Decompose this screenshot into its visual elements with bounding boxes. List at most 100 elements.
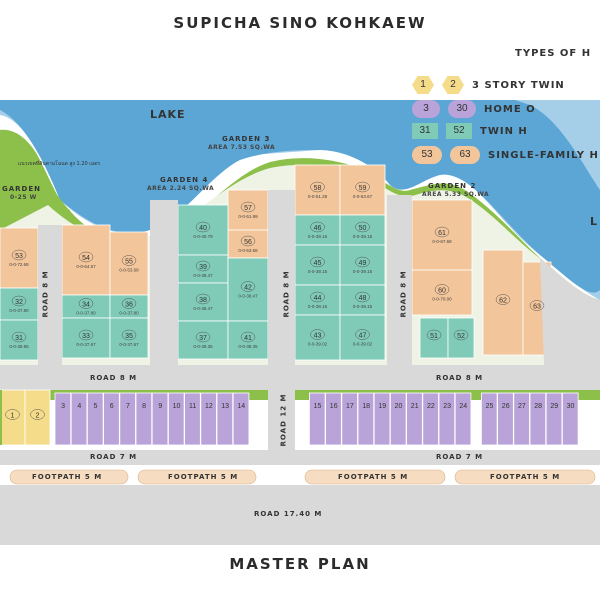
lot-12[interactable]	[200, 392, 217, 446]
lot-area: 0-0-40.79	[193, 234, 213, 239]
lot-badge	[529, 300, 545, 311]
lot-number: 29	[550, 403, 558, 410]
lot-29[interactable]	[545, 392, 563, 446]
lot-3[interactable]	[54, 392, 72, 446]
lot-61[interactable]	[411, 199, 473, 271]
lot-number: 1	[11, 413, 15, 420]
lot-27[interactable]	[513, 392, 530, 446]
lot-number: 62	[499, 298, 507, 305]
lot-area: 0-0-39.15	[353, 304, 373, 309]
lot-8[interactable]	[135, 392, 153, 446]
lot-50[interactable]	[339, 214, 386, 246]
lot-28[interactable]	[529, 392, 547, 446]
lot-62[interactable]	[482, 249, 524, 356]
road-8m-h-right-label: ROAD 8 M	[436, 374, 484, 382]
legend-badge: 53	[412, 146, 442, 164]
garden3-area: AREA 7.53 SQ.WA	[208, 144, 276, 151]
footpath-4	[454, 469, 596, 485]
lot-number: 27	[518, 403, 526, 410]
lot-number: 28	[534, 403, 542, 410]
lot-7[interactable]	[119, 392, 136, 446]
lot-18[interactable]	[357, 392, 375, 446]
lot-32[interactable]	[0, 287, 39, 321]
garden3-label: GARDEN 3	[222, 135, 271, 143]
lot-42[interactable]	[227, 257, 269, 322]
lot-number: 36	[125, 302, 133, 309]
lot-badge	[355, 221, 370, 233]
legend-label: SINGLE-FAMILY H	[488, 149, 599, 161]
lot-51[interactable]	[419, 317, 449, 359]
lot-number: 19	[378, 403, 386, 410]
lot-17[interactable]	[341, 392, 358, 446]
road-8m-vertical-1	[38, 225, 62, 370]
lot-59[interactable]	[339, 164, 386, 216]
lot-35[interactable]	[109, 317, 149, 359]
lot-number: 22	[427, 403, 435, 410]
garden-left-label: GARDEN	[2, 185, 42, 193]
lot-55[interactable]	[109, 231, 149, 296]
footpath-3-label: FOOTPATH 5 M	[338, 473, 409, 481]
lot-2[interactable]	[24, 389, 51, 446]
lot-60[interactable]	[411, 269, 473, 316]
lot-52[interactable]	[447, 317, 475, 359]
lot-number: 61	[438, 230, 446, 237]
lot-30[interactable]	[562, 392, 579, 446]
lot-badge	[195, 331, 211, 343]
lot-20[interactable]	[389, 392, 407, 446]
lot-number: 39	[199, 264, 207, 271]
lake-right-label: L	[590, 215, 599, 228]
lot-41[interactable]	[227, 320, 269, 360]
lot-4[interactable]	[70, 392, 88, 446]
lot-13[interactable]	[216, 392, 234, 446]
lot-number: 43	[314, 333, 322, 340]
lot-23[interactable]	[438, 392, 456, 446]
lot-badge	[355, 256, 370, 268]
lot-number: 41	[244, 335, 252, 342]
lot-21[interactable]	[406, 392, 423, 446]
lot-26[interactable]	[497, 392, 514, 446]
road-17-40m	[0, 485, 600, 545]
lot-number: 11	[189, 403, 196, 410]
footpath-3	[304, 469, 446, 485]
lot-47[interactable]	[339, 314, 386, 361]
lot-19[interactable]	[373, 392, 391, 446]
lot-badge	[495, 294, 511, 305]
roads	[0, 190, 600, 545]
lot-14[interactable]	[232, 392, 250, 446]
lot-11[interactable]	[184, 392, 201, 446]
lot-49[interactable]	[339, 244, 386, 286]
lot-15[interactable]	[308, 392, 326, 446]
lot-38[interactable]	[177, 282, 229, 322]
garden4-area: AREA 2.24 SQ.WA	[147, 185, 215, 192]
lot-54[interactable]	[61, 224, 111, 296]
lot-24[interactable]	[454, 392, 472, 446]
lot-25[interactable]	[480, 392, 498, 446]
lot-badge	[355, 181, 370, 193]
lot-1[interactable]	[0, 389, 26, 446]
road-8m-h-left-label: ROAD 8 M	[90, 374, 138, 382]
lot-number: 54	[82, 255, 90, 262]
lot-6[interactable]	[103, 392, 120, 446]
lot-10[interactable]	[167, 392, 185, 446]
lot-44[interactable]	[294, 284, 341, 316]
lot-45[interactable]	[294, 244, 341, 286]
lot-number: 21	[411, 403, 419, 410]
lot-9[interactable]	[151, 392, 169, 446]
lot-40[interactable]	[177, 204, 229, 256]
lot-badge	[240, 281, 256, 292]
lot-48[interactable]	[339, 284, 386, 316]
lot-area: 0-0-37.67	[119, 342, 139, 347]
lot-badge	[195, 293, 211, 305]
lot-33[interactable]	[61, 317, 111, 359]
lot-16[interactable]	[325, 392, 342, 446]
lot-39[interactable]	[177, 254, 229, 284]
legend-label: 3 STORY TWIN	[472, 79, 565, 91]
lot-5[interactable]	[87, 392, 104, 446]
master-plan-title: MASTER PLAN	[229, 555, 371, 573]
lot-number: 53	[15, 253, 23, 260]
lot-22[interactable]	[422, 392, 439, 446]
